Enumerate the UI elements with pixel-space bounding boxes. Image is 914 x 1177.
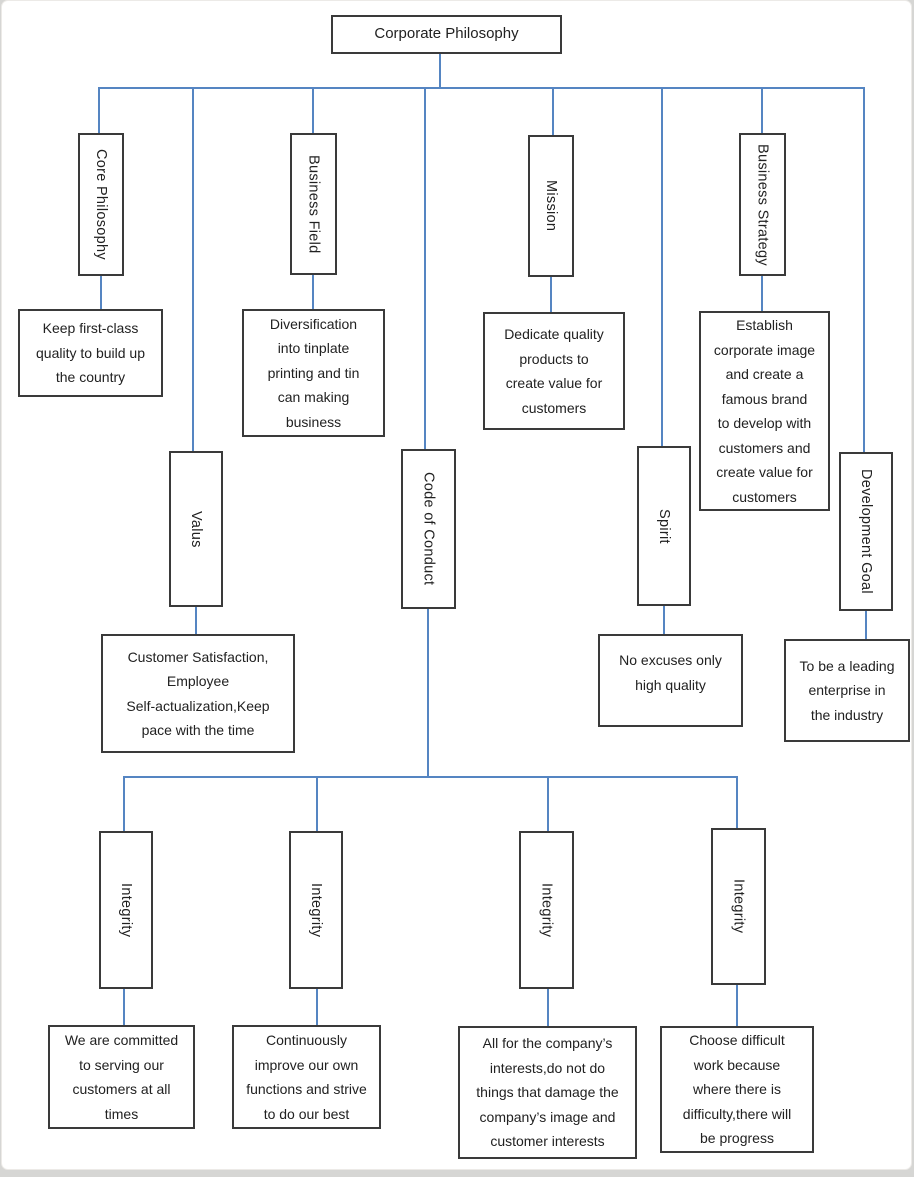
node-keep-first-class: Keep first-class quality to build up the… bbox=[18, 309, 163, 397]
node-integrity-3: Integrity bbox=[519, 831, 574, 989]
connector-line bbox=[547, 776, 549, 831]
node-committed-customers: We are committed to serving our customer… bbox=[48, 1025, 195, 1129]
node-no-excuses: No excuses only high quality bbox=[598, 634, 743, 727]
connector-line bbox=[865, 611, 867, 639]
connector-line bbox=[316, 989, 318, 1025]
node-integrity-1: Integrity bbox=[99, 831, 153, 989]
node-business-field: Business Field bbox=[290, 133, 337, 275]
connector-line bbox=[863, 87, 865, 452]
node-dedicate-quality: Dedicate quality products to create valu… bbox=[483, 312, 625, 430]
connector-line bbox=[550, 277, 552, 312]
node-code-of-conduct: Code of Conduct bbox=[401, 449, 456, 609]
connector-line bbox=[424, 87, 426, 449]
connector-line bbox=[552, 87, 554, 135]
connector-line bbox=[195, 607, 197, 634]
node-leading-enterprise: To be a leading enterprise in the indust… bbox=[784, 639, 910, 742]
connector-line bbox=[736, 985, 738, 1026]
node-spirit: Spirit bbox=[637, 446, 691, 606]
connector-line bbox=[547, 989, 549, 1026]
node-mission: Mission bbox=[528, 135, 574, 277]
node-diversification: Diversification into tinplate printing a… bbox=[242, 309, 385, 437]
connector-line bbox=[736, 776, 738, 828]
connector-line bbox=[100, 276, 102, 309]
node-integrity-2: Integrity bbox=[289, 831, 343, 989]
node-continuously-improve: Continuously improve our own functions a… bbox=[232, 1025, 381, 1129]
connector-line bbox=[439, 54, 441, 88]
node-choose-difficult: Choose difficult work because where ther… bbox=[660, 1026, 814, 1153]
connector-line bbox=[312, 87, 314, 133]
connector-line bbox=[661, 87, 663, 446]
connector-line bbox=[663, 606, 665, 634]
connector-line bbox=[316, 776, 318, 831]
node-development-goal: Development Goal bbox=[839, 452, 893, 611]
connector-line bbox=[123, 776, 738, 778]
node-business-strategy: Business Strategy bbox=[739, 133, 786, 276]
connector-line bbox=[761, 276, 763, 311]
node-integrity-4: Integrity bbox=[711, 828, 766, 985]
connector-line bbox=[427, 609, 429, 778]
node-core-philosophy: Core Philosophy bbox=[78, 133, 124, 276]
connector-line bbox=[761, 87, 763, 133]
connector-line bbox=[98, 87, 865, 89]
node-corporate-philosophy: Corporate Philosophy bbox=[331, 15, 562, 54]
node-valus: Valus bbox=[169, 451, 223, 607]
connector-line bbox=[312, 275, 314, 309]
node-establish-image: Establish corporate image and create a f… bbox=[699, 311, 830, 511]
node-all-for-company: All for the company’s interests,do not d… bbox=[458, 1026, 637, 1159]
connector-line bbox=[192, 87, 194, 451]
node-customer-satisfaction: Customer Satisfaction, Employee Self-act… bbox=[101, 634, 295, 753]
connector-line bbox=[98, 87, 100, 133]
connector-line bbox=[123, 776, 125, 831]
connector-line bbox=[123, 989, 125, 1025]
